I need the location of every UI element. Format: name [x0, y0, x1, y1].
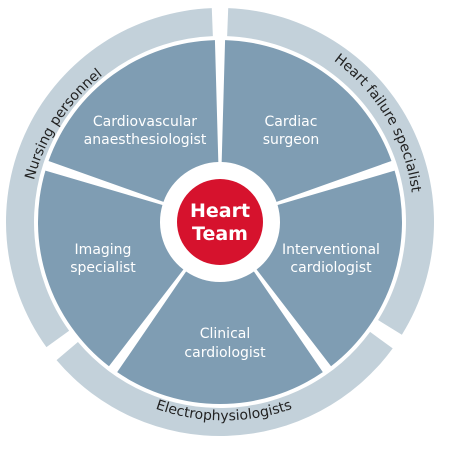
segment-label-surgeon-line1: Cardiac	[265, 114, 318, 130]
segment-cardiac-surgeon	[221, 40, 392, 202]
outer-ring	[6, 8, 435, 436]
segment-label-imaging-line1: Imaging	[75, 242, 132, 258]
center-label-line2: Team	[192, 223, 248, 245]
segment-label-surgeon-line2: surgeon	[263, 132, 320, 148]
team-segments	[38, 40, 403, 404]
ring-segment-heart-failure	[227, 8, 435, 335]
segment-label-imaging-line2: specialist	[70, 260, 136, 276]
segment-label-interventional-line1: Interventional	[282, 242, 380, 258]
segment-interventional-cardiologist	[256, 170, 403, 367]
segment-cardiovascular-anaesthesiologist	[48, 40, 219, 202]
segment-clinical-cardiologist	[117, 271, 323, 404]
segment-label-anaesthesiologist-line2: anaesthesiologist	[84, 132, 207, 148]
ring-segment-electrophysiologists	[56, 331, 393, 436]
segment-label-clinical-line1: Clinical	[200, 326, 250, 342]
segment-label-interventional-line2: cardiologist	[290, 260, 372, 276]
segment-imaging-specialist	[38, 170, 184, 367]
segment-label-clinical-line2: cardiologist	[184, 345, 266, 361]
center-label-line1: Heart	[190, 200, 250, 222]
ring-segment-nursing	[6, 8, 213, 348]
center-circle	[177, 179, 263, 265]
segment-label-anaesthesiologist-line1: Cardiovascular	[93, 114, 197, 130]
